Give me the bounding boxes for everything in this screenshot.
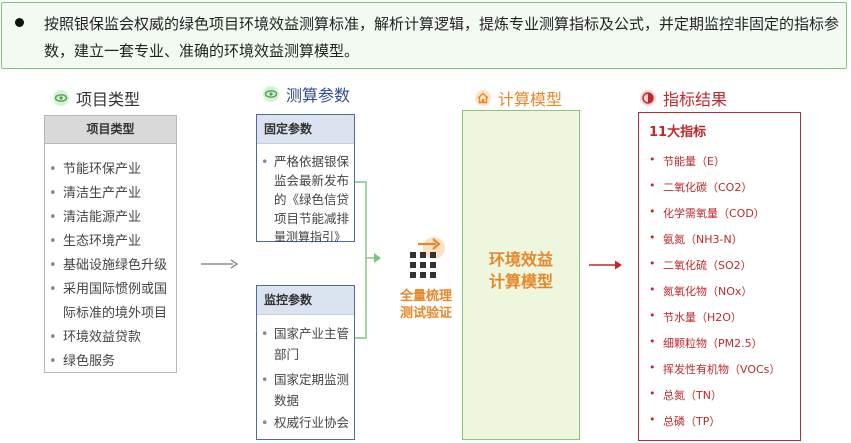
result-item: 氨氮（NH3-N） xyxy=(649,231,743,247)
list-item: 清洁能源产业 xyxy=(49,206,175,230)
monitor-params-line: 国家产业主管 xyxy=(261,324,349,343)
model-title-line: 环境效益 xyxy=(488,250,553,269)
fixed-params-header: 固定参数 xyxy=(257,115,354,144)
project-type-box: 项目类型 节能环保产业 清洁生产产业 清洁能源产业 生态环境产业 基础设施绿色升… xyxy=(44,115,177,374)
list-item-continuation: 际标准的境外项目 xyxy=(63,306,168,321)
result-item: 二氧化碳（CO2） xyxy=(649,179,752,195)
result-item: 挥发性有机物（VOCs） xyxy=(649,361,780,377)
header-params-label: 测算参数 xyxy=(286,86,351,105)
list-item: 基础设施绿色升级 xyxy=(49,254,175,278)
header-project-type: 项目类型 xyxy=(52,86,140,110)
bracket-connector xyxy=(355,181,381,339)
list-item: 绿色服务 xyxy=(49,350,175,374)
intro-text: 按照银保监会权威的绿色项目环境效益测算标准，解析计算逻辑，提炼专业测算指标及公式… xyxy=(44,15,840,60)
bullet-dot xyxy=(15,18,24,27)
list-item: 清洁生产产业 xyxy=(49,182,175,206)
header-project-type-label: 项目类型 xyxy=(76,90,141,109)
project-type-box-header: 项目类型 xyxy=(45,116,176,144)
fixed-params-line: 严格依据银保 xyxy=(261,152,349,171)
model-box: 环境效益 计算模型 xyxy=(462,110,580,440)
results-title: 11大指标 xyxy=(649,125,707,140)
header-results-label: 指标结果 xyxy=(663,90,728,109)
result-item: 总氮（TN） xyxy=(649,387,722,403)
result-item: 二氧化硫（SO2） xyxy=(649,257,752,273)
intro-banner: 按照银保监会权威的绿色项目环境效益测算标准，解析计算逻辑，提炼专业测算指标及公式… xyxy=(1,2,847,69)
verify-label-line: 测试验证 xyxy=(399,306,452,321)
list-item: 环境效益贷款 xyxy=(49,326,175,350)
header-results: 指标结果 xyxy=(639,86,727,110)
fixed-params-box: 固定参数 严格依据银保 监会最新发布 的《绿色信贷 项目节能减排 量测算指引》 xyxy=(256,114,355,244)
model-title-line: 计算模型 xyxy=(488,272,553,291)
verify-label: 全量梳理 测试验证 xyxy=(391,288,461,322)
result-item: 节水量（H2O） xyxy=(649,309,742,325)
results-box: 11大指标 节能量（E） 二氧化碳（CO2） 化学需氧量（COD） 氨氮（NH3… xyxy=(638,112,801,441)
result-item: 总磷（TP） xyxy=(649,413,720,429)
verify-label-line: 全量梳理 xyxy=(399,289,452,304)
monitor-params-line: 国家定期监测 xyxy=(261,370,349,389)
result-item: 氮氧化物（NOx） xyxy=(649,283,752,299)
arrow-right-icon xyxy=(201,259,239,269)
header-model: 计算模型 xyxy=(474,86,562,110)
fixed-params-line: 项目节能减排 xyxy=(274,211,350,226)
half-circle-icon xyxy=(640,90,656,106)
result-item: 节能量（E） xyxy=(649,153,725,169)
eye-circle-icon xyxy=(263,86,279,102)
header-params: 测算参数 xyxy=(262,82,350,106)
fixed-params-line: 的《绿色信贷 xyxy=(274,192,350,207)
header-model-label: 计算模型 xyxy=(498,90,563,109)
result-item: 化学需氧量（COD） xyxy=(649,205,765,221)
arrow-right-red-icon xyxy=(589,260,622,270)
eye-circle-icon xyxy=(53,90,69,106)
monitor-params-line: 数据 xyxy=(274,393,300,408)
list-item: 采用国际惯例或国 xyxy=(49,278,175,302)
monitor-params-line: 部门 xyxy=(274,347,300,362)
fixed-params-line: 量测算指引》 xyxy=(274,230,347,244)
list-item: 生态环境产业 xyxy=(49,230,175,254)
grid-arrow-icon xyxy=(410,237,445,278)
house-icon xyxy=(475,90,491,106)
fixed-params-line: 监会最新发布 xyxy=(274,173,350,188)
monitor-params-line: 权威行业协会 xyxy=(261,413,349,432)
list-item: 节能环保产业 xyxy=(49,158,175,182)
monitor-params-box: 监控参数 国家产业主管 部门 国家定期监测 数据 权威行业协会 xyxy=(256,285,355,440)
model-title: 环境效益 计算模型 xyxy=(463,249,579,293)
result-item: 细颗粒物（PM2.5） xyxy=(649,335,763,351)
monitor-params-header: 监控参数 xyxy=(257,286,354,315)
